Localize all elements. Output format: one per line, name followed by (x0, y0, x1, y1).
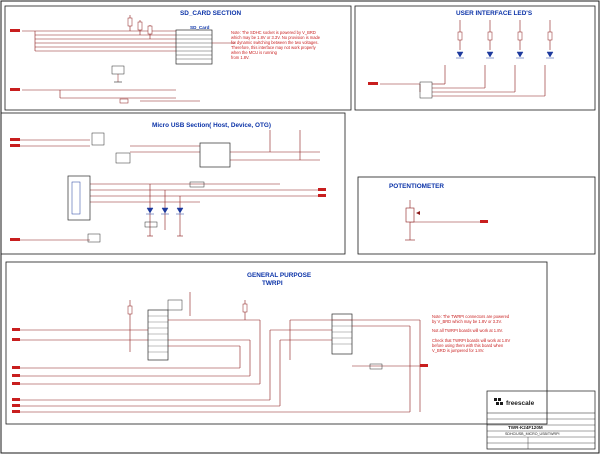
sd-card-jumper (111, 65, 125, 75)
potentiometer-symbol (405, 207, 415, 223)
sd-card-note-line-5: when the MCU is running (231, 50, 278, 55)
title-block-frame (486, 390, 596, 450)
potentiometer-section-frame (357, 176, 596, 255)
twrpi-section-title-line-2: TWRPI (262, 280, 283, 287)
logo-text: freescale (506, 400, 535, 407)
twrpi-connector-right (331, 313, 353, 355)
user-leds-section-frame (354, 5, 596, 111)
twrpi-section: GENERAL PURPOSE TWRPI (5, 261, 548, 425)
user-led-diodes (456, 51, 554, 59)
sd-card-note-line-1: Note: The SDHC socket is powered by V_BR… (231, 30, 316, 35)
micro-usb-section-frame (0, 112, 346, 255)
sd-card-section-title: SD_CARD SECTION (180, 10, 241, 17)
user-leds-section: USER INTERFACE LED'S (354, 5, 596, 111)
twrpi-note-line-5: before using them with this board when (432, 343, 504, 348)
sd-card-section: SD_CARD SECTION SD_Card (4, 5, 352, 111)
potentiometer-section-title: POTENTIOMETER (389, 183, 444, 190)
sd-card-note-line-6: from 1.8V. (231, 55, 250, 60)
board-name: TWR-K24F120M (508, 425, 543, 430)
freescale-logo: freescale (494, 398, 535, 407)
sd-card-connector-label: SD_Card (190, 25, 210, 30)
sd-card-section-frame (4, 5, 352, 111)
micro-usb-section: Micro USB Section( Host, Device, OTG) (0, 112, 346, 255)
twrpi-note-line-6: V_BRD is jumpered for 1.8V. (432, 348, 484, 353)
twrpi-section-title-line-1: GENERAL PURPOSE (247, 272, 312, 279)
sd-card-note-line-4: Therefore, this interface may not work p… (231, 45, 317, 50)
twrpi-note-line-3: Not all TWRPI boards will work at 1.8V. (432, 328, 503, 333)
micro-usb-section-title: Micro USB Section( Host, Device, OTG) (152, 122, 271, 129)
twrpi-connector-left (147, 309, 169, 361)
title-block: freescale TWR-K24F120M SDHC/USB_MICRO_US… (486, 390, 596, 450)
potentiometer-section: POTENTIOMETER (357, 176, 596, 255)
micro-usb-connector (67, 175, 91, 221)
sd-card-note-line-2: which may be 1.8V or 3.3V. No provision … (231, 35, 321, 40)
twrpi-section-frame (5, 261, 548, 425)
usb-switch-ic (199, 142, 231, 168)
twrpi-note-line-4: Check that TWRPI boards will work at 1.8… (432, 338, 510, 343)
sd-card-note-line-3: for dynamic switching between the two vo… (231, 40, 319, 45)
twrpi-note-line-1: Note: The TWRPI connectors are powered (432, 314, 510, 319)
twrpi-note-line-2: by V_BRD which may be 1.8V or 3.3V. (432, 319, 502, 324)
sheet-name: SDHC/USB_MICRO_USB/TWRPI (505, 432, 560, 436)
user-leds-section-title: USER INTERFACE LED'S (456, 10, 533, 17)
